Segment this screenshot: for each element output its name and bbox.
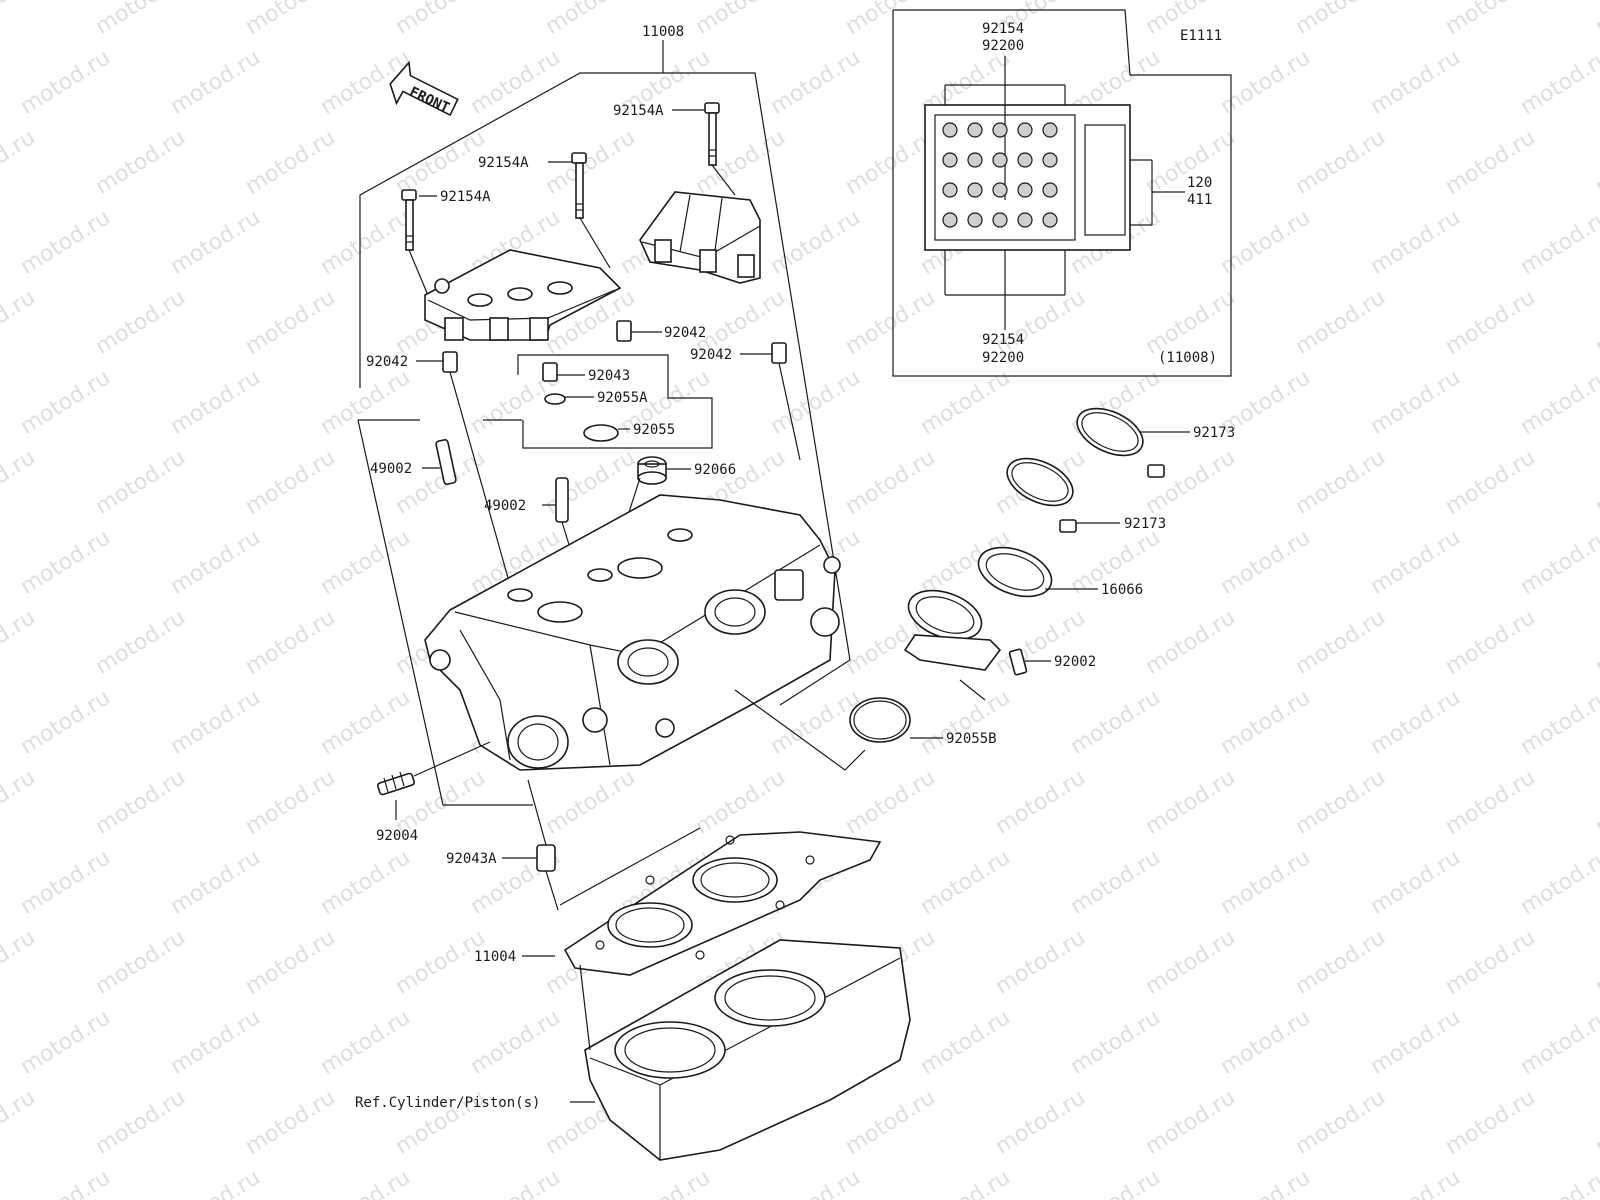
inset-bolt-head bbox=[1017, 152, 1033, 168]
dowel-92042-c bbox=[771, 342, 801, 461]
holder-16066 bbox=[903, 546, 1053, 671]
inset-top-label-2: 92200 bbox=[982, 38, 1024, 54]
callout-49002: 49002 bbox=[370, 461, 412, 477]
inset-bolt-head bbox=[992, 182, 1008, 198]
callout-ref-cylinder: Ref.Cylinder/Piston(s) bbox=[355, 1095, 540, 1111]
seal-bracket bbox=[517, 354, 713, 449]
callout-11008: 11008 bbox=[642, 24, 684, 40]
callout-92173: 92173 bbox=[1193, 425, 1235, 441]
o-ring-92055B bbox=[734, 679, 986, 771]
assembly-bracket bbox=[357, 40, 851, 806]
inset-bolt-head bbox=[1042, 212, 1058, 228]
inset-bolt-head bbox=[967, 152, 983, 168]
bolt-92154A-b bbox=[571, 152, 611, 269]
inset-bolt-head bbox=[967, 122, 983, 138]
callout-92055: 92055 bbox=[633, 422, 675, 438]
callout-92043: 92043 bbox=[588, 368, 630, 384]
callout-11004: 11004 bbox=[474, 949, 516, 965]
collar-92043 bbox=[542, 362, 558, 382]
callout-92002: 92002 bbox=[1054, 654, 1096, 670]
o-ring-92055A bbox=[544, 393, 566, 405]
inset-bolt-head bbox=[942, 152, 958, 168]
screw-92002 bbox=[1008, 648, 1028, 676]
o-ring-92055 bbox=[583, 424, 619, 442]
stud-92004 bbox=[377, 741, 491, 820]
inset-bolt-head bbox=[1042, 152, 1058, 168]
callout-92154A: 92154A bbox=[478, 155, 529, 171]
inset-bolt-head bbox=[942, 122, 958, 138]
bolt-92154A-a bbox=[401, 189, 431, 301]
inset-ref-label: (11008) bbox=[1158, 350, 1217, 366]
cylinder-head bbox=[424, 494, 841, 771]
inset-bolt-head bbox=[992, 122, 1008, 138]
callout-92154A: 92154A bbox=[440, 189, 491, 205]
leader-lines bbox=[416, 109, 1190, 1103]
bolt-92154A-c bbox=[704, 102, 736, 196]
callout-92173: 92173 bbox=[1124, 516, 1166, 532]
callout-labels: 11008 92154A 92154A 92154A 92042 92042 9… bbox=[355, 21, 1235, 1111]
callout-92055A: 92055A bbox=[597, 390, 648, 406]
inset-bolt-head bbox=[1017, 212, 1033, 228]
inset-bolt-head bbox=[992, 212, 1008, 228]
cylinder-block bbox=[579, 939, 911, 1161]
clamp-92173-a bbox=[1076, 407, 1165, 478]
clamp-92173-b bbox=[1006, 457, 1077, 533]
callout-92055B: 92055B bbox=[946, 731, 997, 747]
callout-92154A: 92154A bbox=[613, 103, 664, 119]
camshaft-holder-left bbox=[424, 249, 622, 341]
inset-side-label-1: 120 bbox=[1187, 175, 1212, 191]
callout-92004: 92004 bbox=[376, 828, 418, 844]
callout-92042: 92042 bbox=[366, 354, 408, 370]
inset-bottom-label-2: 92200 bbox=[982, 350, 1024, 366]
inset-bolt-head bbox=[1042, 182, 1058, 198]
inset-bolt-head bbox=[1017, 122, 1033, 138]
inset-bolt-head bbox=[1017, 182, 1033, 198]
callout-92042: 92042 bbox=[664, 325, 706, 341]
inset-bottom-label-1: 92154 bbox=[982, 332, 1024, 348]
inset-bolt-head bbox=[967, 182, 983, 198]
head-gasket bbox=[559, 827, 882, 976]
inset-bolt-head bbox=[967, 212, 983, 228]
inset-bolt-head bbox=[942, 182, 958, 198]
inset-top-label-1: 92154 bbox=[982, 21, 1024, 37]
inset-bolt-head bbox=[942, 212, 958, 228]
inset-bolt-head bbox=[1042, 122, 1058, 138]
callout-92043A: 92043A bbox=[446, 851, 497, 867]
inset-bolts bbox=[942, 122, 1058, 228]
guide-49002-a bbox=[435, 438, 457, 486]
camshaft-holder-right bbox=[639, 191, 761, 284]
callout-92042: 92042 bbox=[690, 347, 732, 363]
front-arrow: FRONT bbox=[389, 60, 459, 116]
inset-bolt-head bbox=[992, 152, 1008, 168]
dowel-92042-b bbox=[616, 320, 632, 342]
callout-92066: 92066 bbox=[694, 462, 736, 478]
inset-side-label-2: 411 bbox=[1187, 192, 1212, 208]
dowel-92042-a bbox=[442, 351, 511, 586]
callout-49002: 49002 bbox=[484, 498, 526, 514]
dowel-92043A bbox=[527, 779, 559, 911]
callout-16066: 16066 bbox=[1101, 582, 1143, 598]
plug-92066 bbox=[619, 456, 667, 541]
diagram-code: E1111 bbox=[1180, 28, 1222, 44]
